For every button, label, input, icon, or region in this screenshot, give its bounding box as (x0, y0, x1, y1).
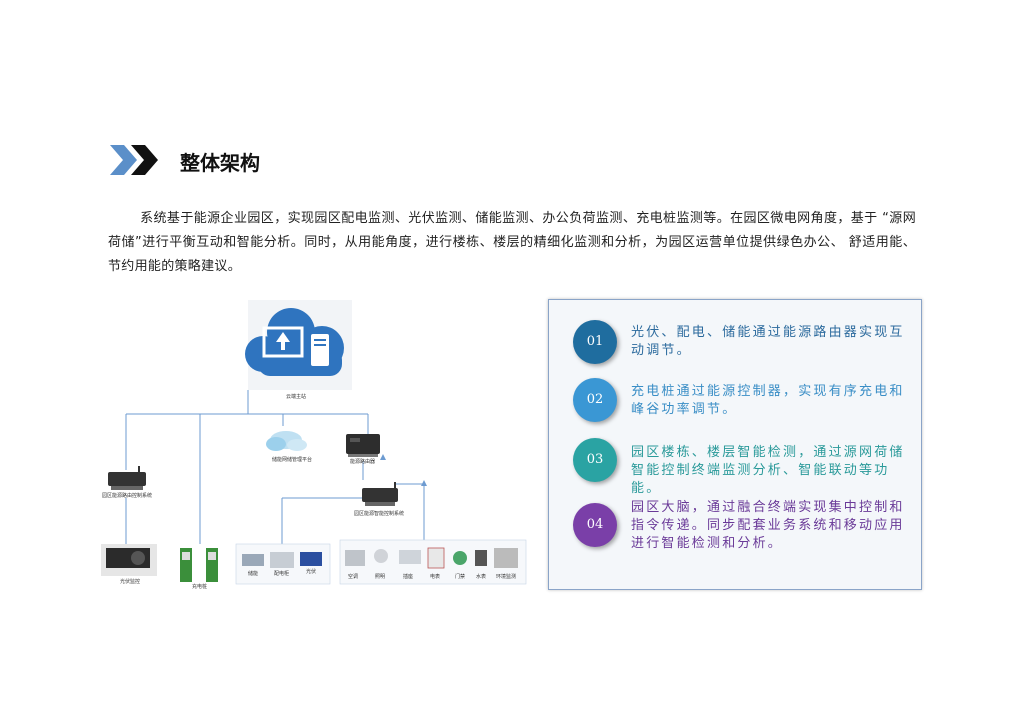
feature-text: 园区楼栋、楼层智能检测，通过源网荷储智能控制终端监测分析、智能联动等功能。 (631, 445, 905, 496)
pv-label: 光伏监控 (120, 579, 141, 585)
feature-number-badge: 03 (573, 438, 617, 482)
charger-label: 充电桩 (192, 584, 208, 590)
storage-label: 配电柜 (274, 571, 290, 577)
cloud-label: 云端主站 (286, 394, 307, 400)
feature-number-badge: 02 (573, 378, 617, 422)
load-label: 照明 (375, 574, 386, 580)
storage-label: 储能 (248, 571, 259, 577)
router-device-icon (346, 434, 380, 457)
load-label: 电表 (430, 574, 441, 580)
feature-text: 光伏、配电、储能通过能源路由器实现互 动调节。 (631, 325, 905, 358)
architecture-diagram: 云端主站 储能网储管理平台 能源路由器 园区能源路由控制系统 园区能源智能控制系… (98, 298, 530, 590)
gateway-label: 能源路由器 (350, 459, 376, 465)
feature-text: 充电桩通过能源控制器，实现有序充电和 峰谷功率调节。 (631, 384, 905, 417)
architecture-lines (101, 300, 527, 585)
platform-label: 储能网储管理平台 (272, 457, 313, 463)
feature-text: 园区大脑，通过融合终端实现集中控制和 指令传递。同步配套业务系统和移动应用 进行… (631, 500, 905, 551)
cloud-server-icon (245, 300, 352, 390)
right-router-label: 园区能源智能控制系统 (354, 511, 405, 517)
load-label: 水表 (476, 574, 487, 580)
left-router-label: 园区能源路由控制系统 (102, 493, 153, 499)
page-title: 整体架构 (180, 151, 260, 175)
load-label: 环境监测 (496, 574, 517, 580)
intro-text: 系统基于能源企业园区，实现园区配电监测、光伏监测、储能监测、办公负荷监测、充电桩… (108, 211, 916, 274)
intro-paragraph: 系统基于能源企业园区，实现园区配电监测、光伏监测、储能监测、办公负荷监测、充电桩… (108, 207, 916, 279)
load-label: 门禁 (455, 574, 466, 580)
features-panel: 01 光伏、配电、储能通过能源路由器实现互 动调节。 02 充电桩通过能源控制器… (548, 299, 922, 590)
chevron-right-icon (110, 145, 158, 175)
storage-label: 光伏 (306, 569, 317, 575)
feature-number-badge: 01 (573, 320, 617, 364)
feature-number-badge: 04 (573, 503, 617, 547)
load-label: 插座 (403, 574, 414, 580)
load-label: 空调 (348, 574, 359, 580)
